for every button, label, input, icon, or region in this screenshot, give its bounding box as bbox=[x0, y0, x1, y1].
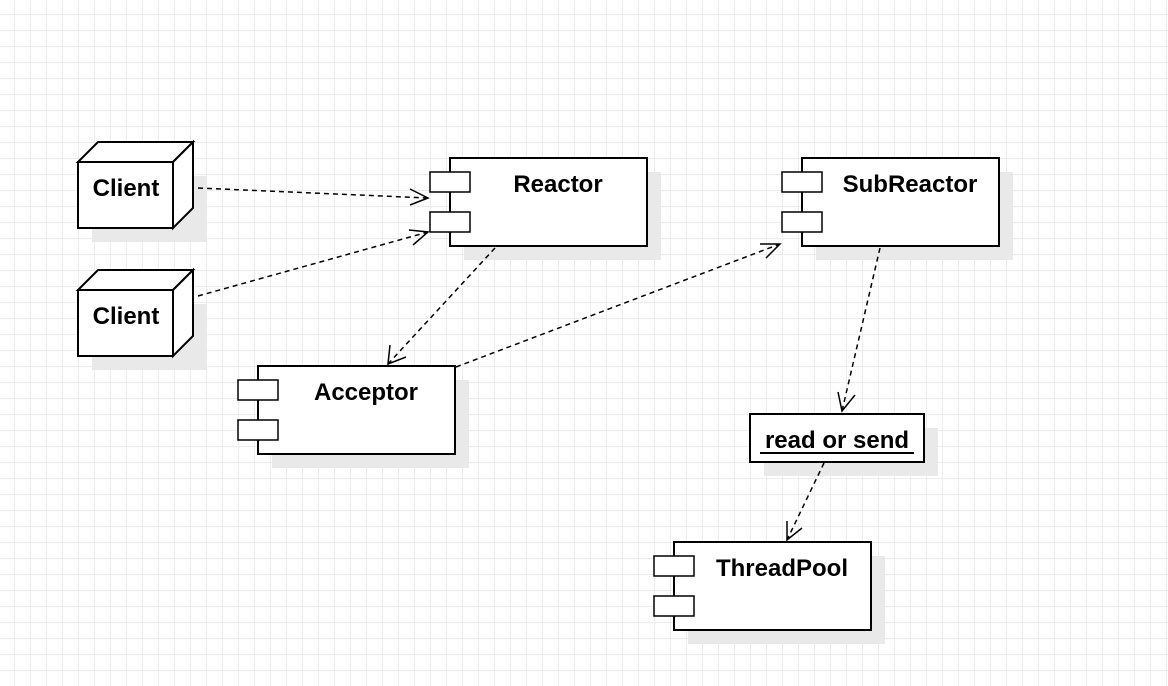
component-port-icon bbox=[429, 211, 471, 233]
subreactor-component[interactable]: SubReactor bbox=[781, 157, 1013, 260]
arrowhead-icon bbox=[786, 521, 803, 542]
arrowhead-icon bbox=[760, 243, 782, 259]
component-port-icon bbox=[237, 419, 279, 441]
client-label-2: Client bbox=[93, 303, 160, 330]
arrowhead-icon bbox=[837, 391, 856, 413]
client-node-1[interactable]: Client bbox=[75, 139, 207, 242]
dependency-readorsend-threadpool[interactable] bbox=[786, 462, 825, 542]
threadpool-component[interactable]: ThreadPool bbox=[653, 541, 885, 644]
dependency-acceptor-subreactor[interactable] bbox=[455, 243, 782, 368]
client-label-1: Client bbox=[93, 175, 160, 202]
dependency-client1-reactor[interactable] bbox=[197, 187, 430, 206]
dependency-reactor-acceptor[interactable] bbox=[387, 247, 496, 366]
reactor-label: Reactor bbox=[513, 171, 602, 198]
component-port-icon bbox=[781, 171, 823, 193]
arrowhead-icon bbox=[409, 188, 430, 206]
component-port-icon bbox=[781, 211, 823, 233]
arrowhead-icon bbox=[408, 229, 430, 246]
acceptor-label: Acceptor bbox=[314, 379, 418, 406]
subreactor-label: SubReactor bbox=[843, 171, 978, 198]
acceptor-component[interactable]: Acceptor bbox=[237, 365, 469, 468]
component-port-icon bbox=[653, 555, 695, 577]
component-port-icon bbox=[237, 379, 279, 401]
client-node-2[interactable]: Client bbox=[75, 267, 207, 370]
arrowhead-icon bbox=[387, 344, 407, 366]
component-port-icon bbox=[653, 595, 695, 617]
read-or-send-object[interactable]: read or send bbox=[749, 413, 938, 476]
read-or-send-label: read or send bbox=[765, 427, 909, 454]
dependency-subreactor-readorsend[interactable] bbox=[837, 247, 881, 413]
component-port-icon bbox=[429, 171, 471, 193]
reactor-component[interactable]: Reactor bbox=[429, 157, 661, 260]
dependency-client2-reactor[interactable] bbox=[197, 229, 430, 297]
threadpool-label: ThreadPool bbox=[716, 555, 848, 582]
